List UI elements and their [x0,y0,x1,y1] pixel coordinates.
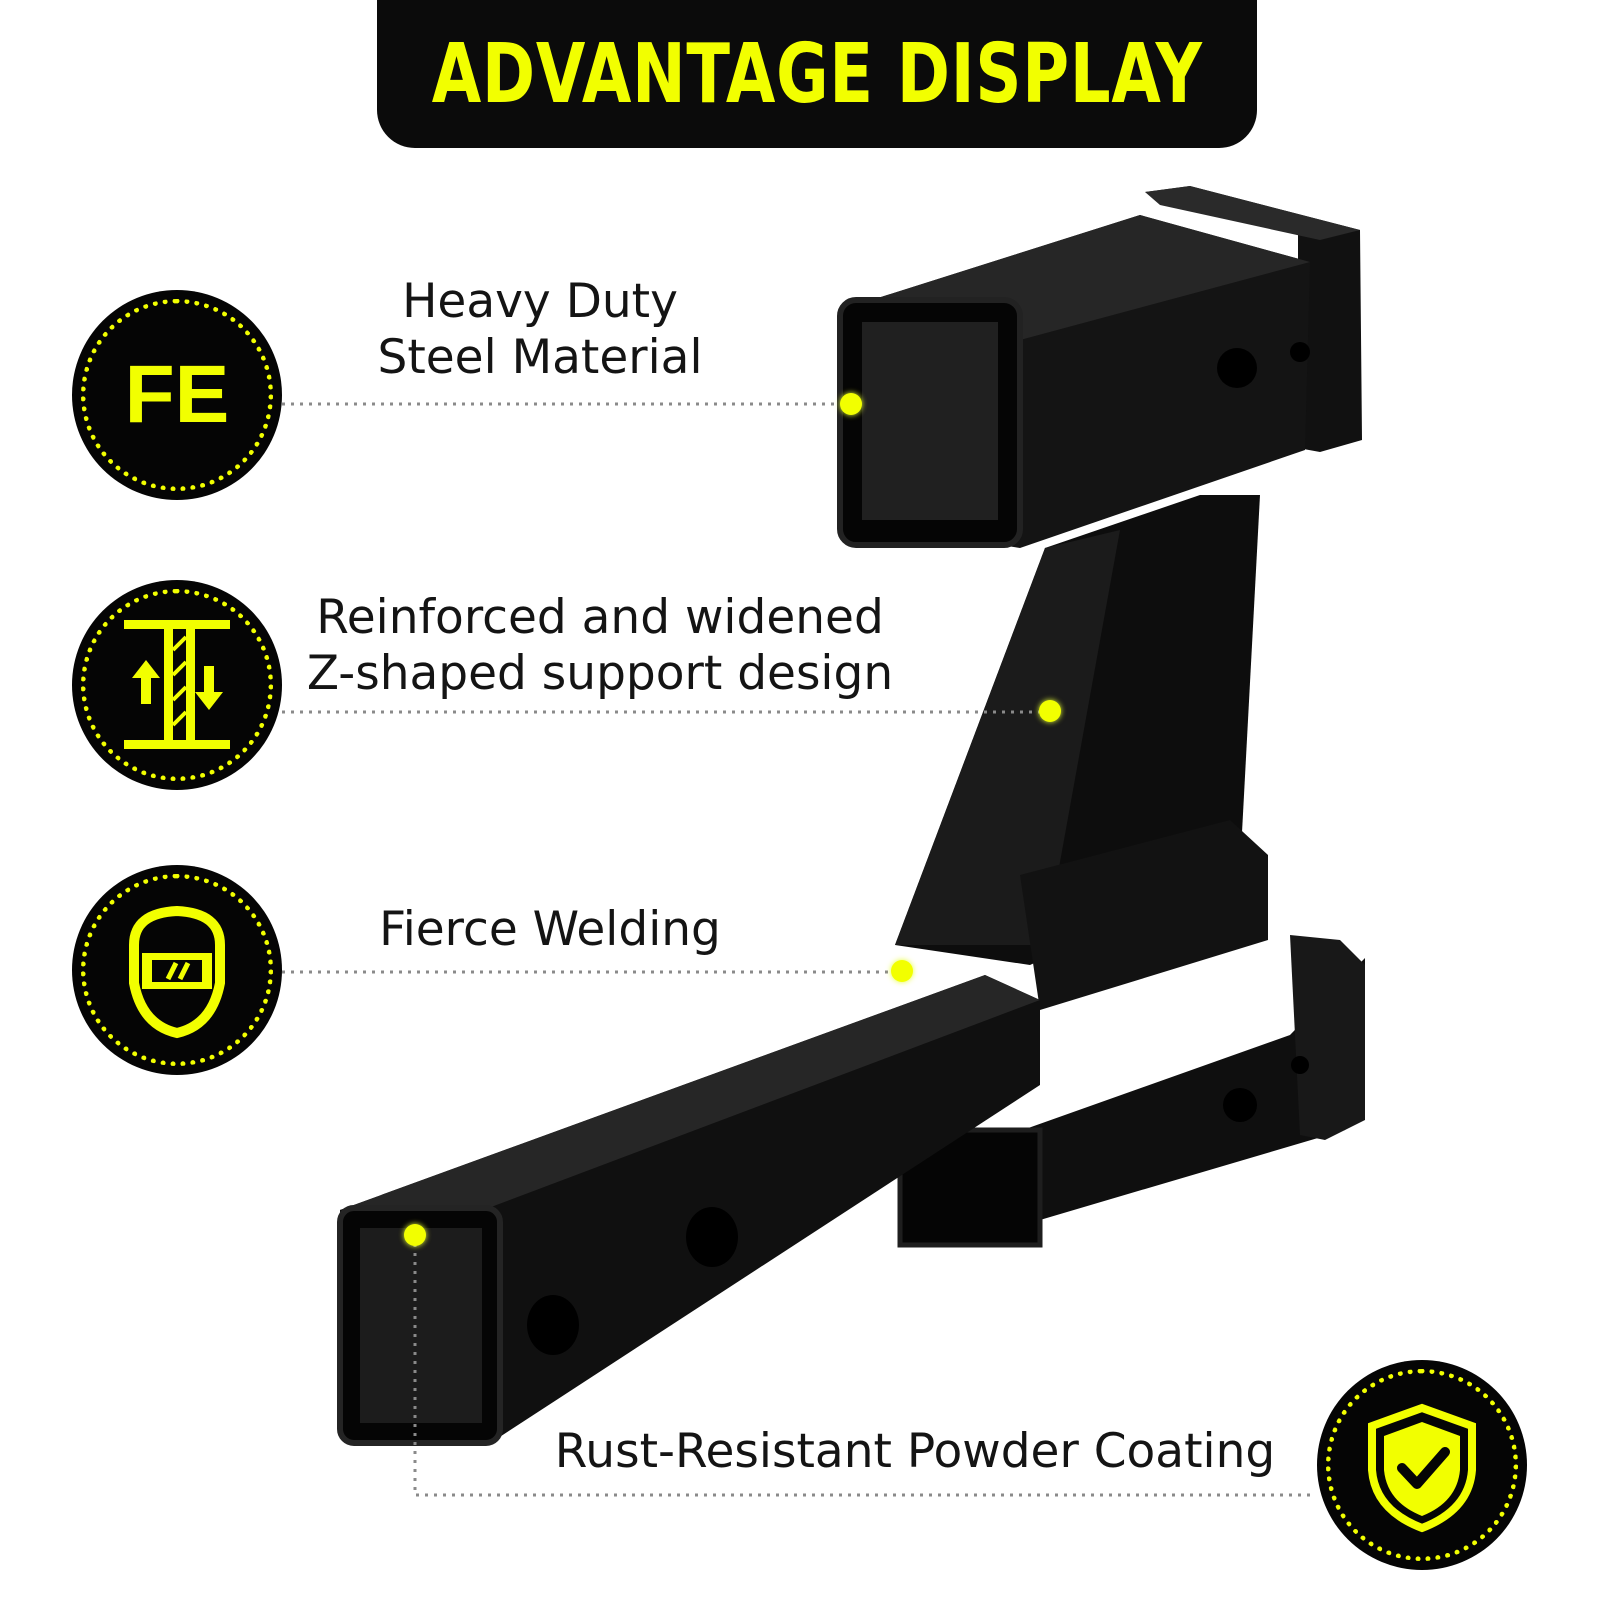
feature-coating-line1: Rust-Resistant Powder Coating [554,1424,1276,1479]
feature-steel-line1: Heavy Duty [402,274,678,329]
feature-steel-line2: Steel Material [377,330,703,385]
callout-dot-support [1039,700,1061,722]
feature-welding-line1: Fierce Welding [379,902,721,957]
title-banner: ADVANTAGE DISPLAY [377,0,1257,148]
badge-coating [1317,1360,1527,1570]
shield-check-icon [1368,1403,1476,1533]
feature-label-coating: Rust-Resistant Powder Coating [520,1424,1310,1480]
callout-dot-coating [404,1224,426,1246]
callout-dot-steel [840,393,862,415]
badge-support [72,580,282,790]
banner-title: ADVANTAGE DISPLAY [431,26,1203,122]
badge-steel: FE [72,290,282,500]
feature-label-welding: Fierce Welding [360,902,740,958]
fe-text-icon: FE [124,349,230,440]
badge-welding [72,865,282,1075]
feature-label-steel: Heavy Duty Steel Material [330,274,750,386]
feature-label-support: Reinforced and widened Z-shaped support … [300,590,900,702]
callout-dot-welding [891,960,913,982]
i-beam-support-icon [124,620,230,749]
feature-support-line1: Reinforced and widened [316,590,884,645]
welding-helmet-icon [129,905,225,1039]
feature-support-line2: Z-shaped support design [306,646,894,701]
